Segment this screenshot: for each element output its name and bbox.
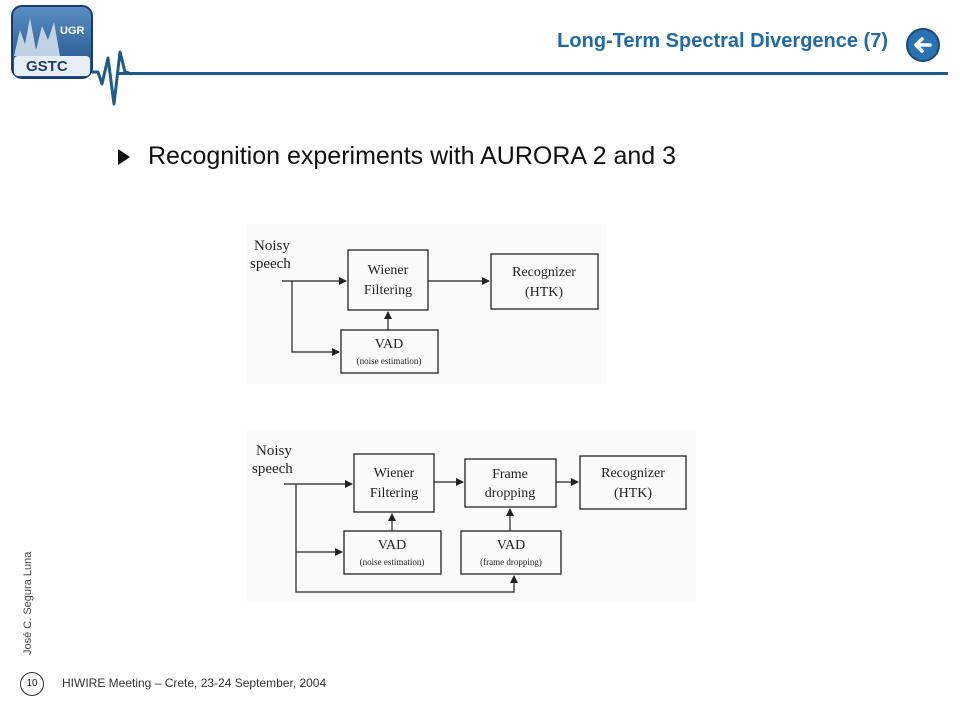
d2-vad-frame-line2: (frame dropping) <box>480 557 542 567</box>
d1-vad-box <box>340 329 439 374</box>
d2-frame-line1: Frame <box>492 467 528 482</box>
diagram-1-background <box>246 224 606 384</box>
back-button[interactable] <box>906 28 940 62</box>
diagram-1: Noisy speech Wiener Filtering Recognizer… <box>250 238 599 374</box>
gstc-logo: UGR GSTC <box>0 0 140 115</box>
d2-vad-frame-box <box>460 530 562 575</box>
logo-top-text: UGR <box>60 25 85 37</box>
d2-wiener-box <box>353 453 435 513</box>
d1-wiener-box <box>347 249 429 311</box>
d1-recognizer-line1: Recognizer <box>512 265 576 280</box>
page-number: 10 <box>20 672 44 696</box>
d1-input-label-line2: speech <box>250 256 291 272</box>
d2-frame-line2: dropping <box>485 486 536 501</box>
logo-bottom-text: GSTC <box>26 58 68 75</box>
d1-vad-line1: VAD <box>375 337 404 352</box>
d2-recognizer-box <box>579 455 687 510</box>
d1-wiener-line2: Filtering <box>364 283 412 298</box>
bullet-triangle-icon <box>118 148 130 165</box>
bullet-text: Recognition experiments with AURORA 2 an… <box>148 142 677 170</box>
left-arrow-circle-icon <box>914 37 932 53</box>
d1-wiener-line1: Wiener <box>368 263 409 278</box>
d1-input-label-line1: Noisy <box>254 238 290 254</box>
d2-frame-box <box>464 458 557 508</box>
d2-input-label-line2: speech <box>252 461 293 477</box>
d1-recognizer-line2: (HTK) <box>525 285 563 300</box>
d1-vad-line2: (noise estimation) <box>357 356 422 366</box>
footer-meeting: HIWIRE Meeting – Crete, 23-24 September,… <box>62 676 327 690</box>
diagram-2: Noisy speech Wiener Filtering Frame drop… <box>252 443 687 575</box>
author-name: José C. Segura Luna <box>22 551 34 655</box>
slide-title: Long-Term Spectral Divergence (7) <box>557 30 888 52</box>
d2-input-label-line1: Noisy <box>256 443 292 459</box>
d2-vad-frame-line1: VAD <box>497 538 526 553</box>
d2-vad-noise-line2: (noise estimation) <box>360 557 425 567</box>
diagram-2-connections <box>284 478 579 593</box>
d1-recognizer-box <box>490 253 599 310</box>
d2-vad-noise-line1: VAD <box>378 538 407 553</box>
d2-wiener-line1: Wiener <box>374 466 415 481</box>
bullet-item: Recognition experiments with AURORA 2 an… <box>118 142 676 171</box>
diagram-1-connections <box>282 277 490 356</box>
d2-recognizer-line1: Recognizer <box>601 466 665 481</box>
d2-wiener-line2: Filtering <box>370 486 418 501</box>
d2-recognizer-line2: (HTK) <box>614 486 652 501</box>
header-divider <box>118 72 948 75</box>
